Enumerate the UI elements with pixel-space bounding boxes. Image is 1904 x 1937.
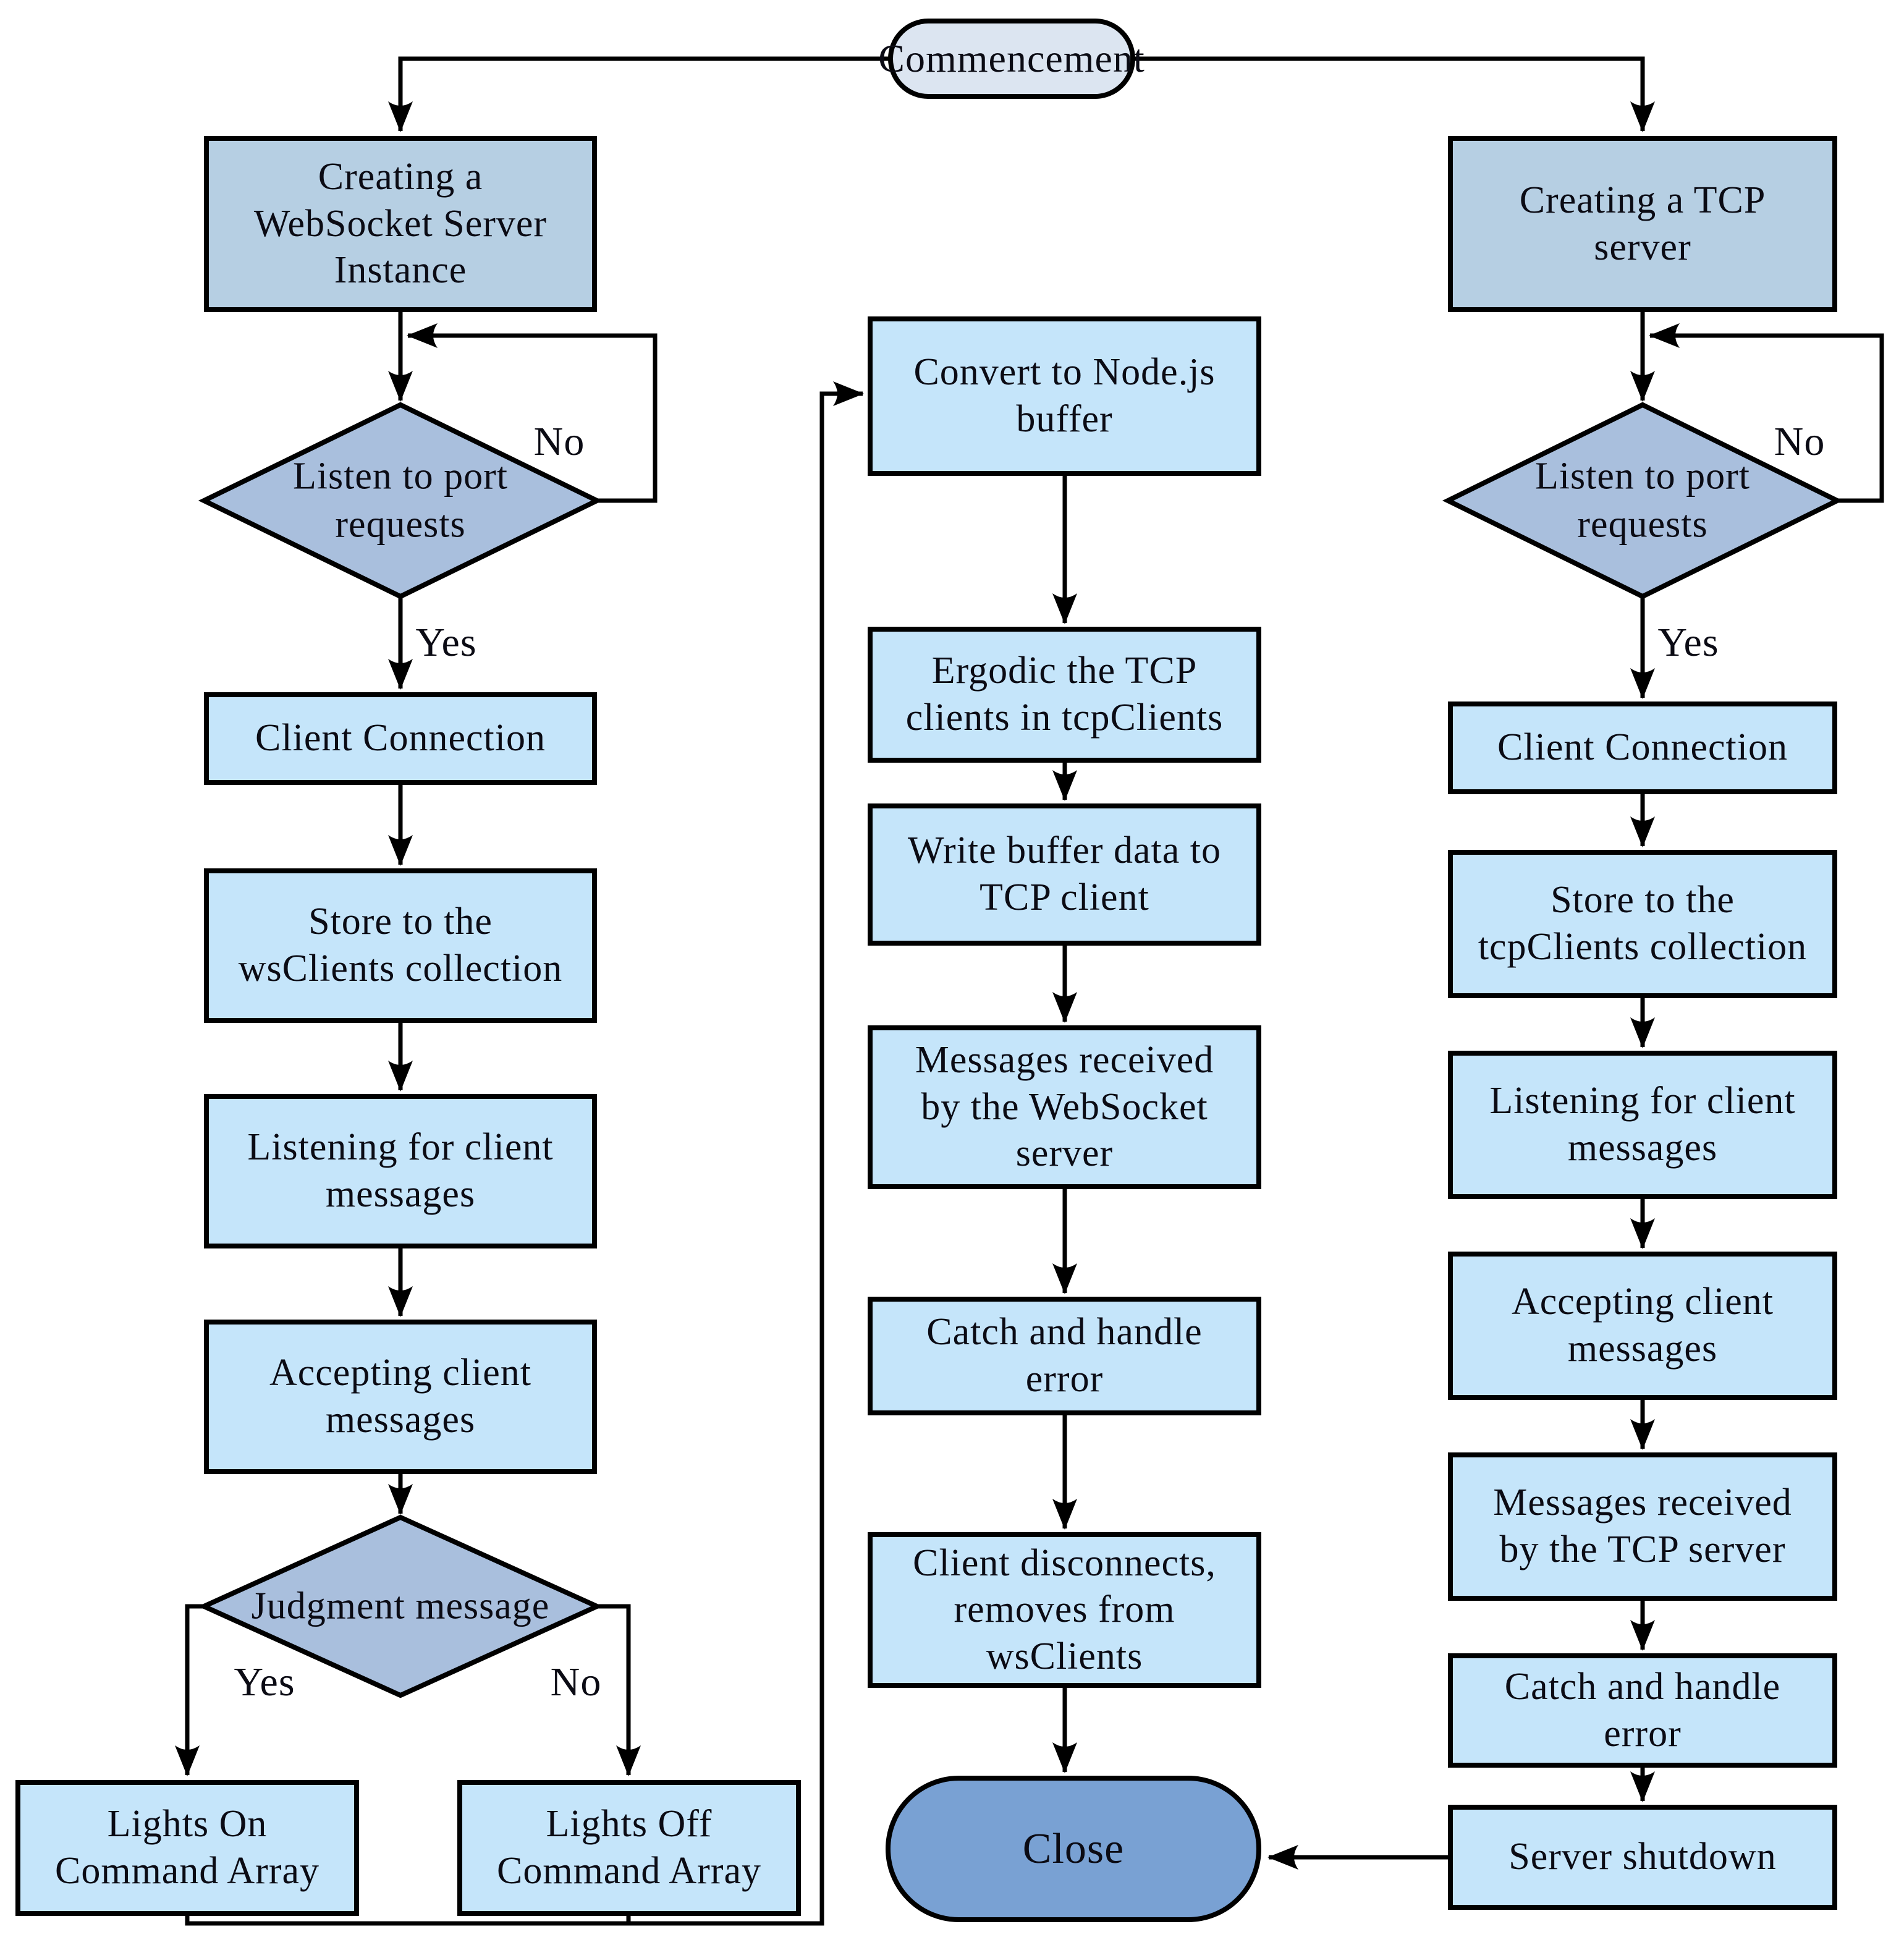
node-tcp-messages-received: Messages received by the TCP server <box>1448 1452 1837 1601</box>
node-ws-catch-error: Catch and handle error <box>868 1297 1261 1415</box>
terminal-commencement: Commencement <box>878 19 1145 99</box>
connector-merge-to-convert <box>185 381 864 1926</box>
decision-tcp-listen-label: Listen to port requests <box>1534 455 1751 546</box>
node-client-disconnects: Client disconnects, removes from wsClien… <box>868 1532 1261 1688</box>
node-ws-messages-received: Messages received by the WebSocket serve… <box>868 1025 1261 1189</box>
decision-judgment-label: Judgment message <box>251 1585 550 1627</box>
decision-ws-listen-shape <box>198 402 603 600</box>
node-tcp-store: Store to the tcpClients collection <box>1448 850 1837 998</box>
connector-judgment-no <box>597 1604 641 1776</box>
node-tcp-accepting: Accepting client messages <box>1448 1252 1837 1400</box>
edge-label-ws-listen-no: No <box>533 419 585 464</box>
edge-label-tcp-listen-no: No <box>1774 419 1826 464</box>
edge-label-judgment-no: No <box>550 1659 602 1705</box>
node-tcp-catch-error: Catch and handle error <box>1448 1653 1837 1768</box>
node-ws-client-connection: Client Connection <box>204 692 597 785</box>
edge-label-tcp-listen-yes: Yes <box>1657 620 1719 665</box>
node-server-shutdown: Server shutdown <box>1448 1805 1837 1910</box>
decision-ws-listen-label: Listen to port requests <box>292 455 509 546</box>
node-ergodic-clients: Ergodic the TCP clients in tcpClients <box>868 627 1261 763</box>
node-write-buffer: Write buffer data to TCP client <box>868 803 1261 946</box>
decision-tcp-listen-shape <box>1442 402 1843 600</box>
node-ws-listening: Listening for client messages <box>204 1094 597 1248</box>
connector-ws-listen-no-loop <box>407 323 658 503</box>
node-tcp-create: Creating a TCP server <box>1448 136 1837 312</box>
node-lights-off: Lights Off Command Array <box>457 1780 801 1916</box>
node-ws-accepting: Accepting client messages <box>204 1320 597 1474</box>
node-ws-store: Store to the wsClients collection <box>204 868 597 1023</box>
edge-label-judgment-yes: Yes <box>234 1659 295 1705</box>
connector-tcp-listen-no-loop <box>1649 323 1884 503</box>
edge-label-ws-listen-yes: Yes <box>415 620 477 665</box>
connector-judgment-yes <box>175 1604 204 1776</box>
node-convert-buffer: Convert to Node.js buffer <box>868 316 1261 476</box>
node-lights-on: Lights On Command Array <box>15 1780 359 1916</box>
terminal-close: Close <box>886 1776 1261 1922</box>
decision-judgment-shape <box>198 1514 603 1698</box>
connector-start-to-tcp <box>1132 56 1655 132</box>
node-tcp-listening: Listening for client messages <box>1448 1051 1837 1199</box>
connector-start-to-ws <box>388 56 891 132</box>
node-tcp-client-connection: Client Connection <box>1448 701 1837 794</box>
node-ws-create: Creating a WebSocket Server Instance <box>204 136 597 312</box>
